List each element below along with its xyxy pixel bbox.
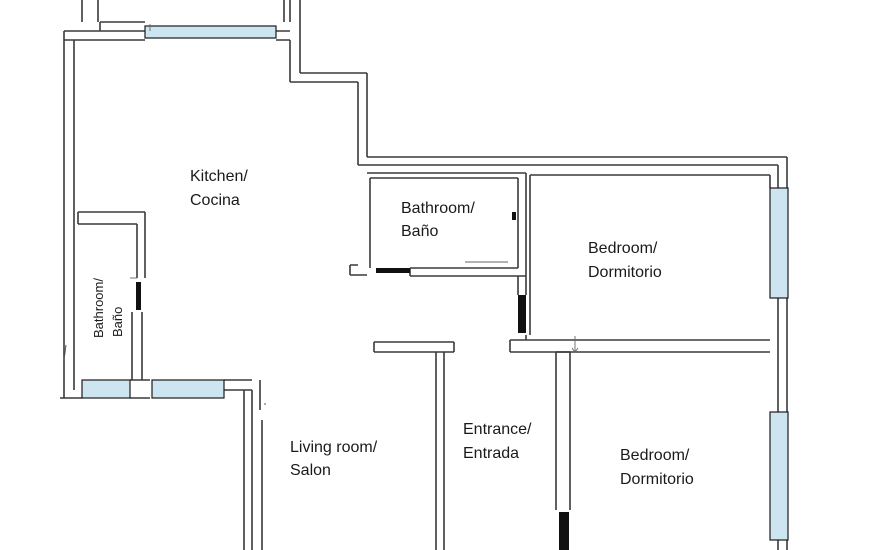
door-small-bath xyxy=(136,282,141,310)
window-bedroom-2 xyxy=(769,411,789,541)
bathroom-small-label-line2: Baño xyxy=(110,307,125,337)
bedroom-2-label-line1: Bedroom/ xyxy=(620,447,690,464)
door-bedroom-1 xyxy=(518,295,526,333)
living-room-label-line2: Salon xyxy=(290,462,331,479)
bedroom-1-label-line2: Dormitorio xyxy=(588,264,662,281)
bathroom-small-label-line1: Bathroom/ xyxy=(91,278,106,338)
window-bedroom-1 xyxy=(769,187,789,299)
walls xyxy=(60,0,788,550)
fixtures xyxy=(130,24,579,353)
kitchen-label-line2: Cocina xyxy=(190,192,240,209)
doors xyxy=(136,212,569,550)
entrance-label-line2: Entrada xyxy=(463,445,519,462)
kitchen-label-line1: Kitchen/ xyxy=(190,168,248,185)
door-bedroom-2 xyxy=(559,512,569,550)
door-bath-right-edge xyxy=(512,212,516,220)
bathroom-main-label-line1: Bathroom/ xyxy=(401,200,475,217)
bathroom-main-label-line2: Baño xyxy=(401,223,438,240)
room-labels: Kitchen/ Cocina Bathroom/ Baño Bedroom/ … xyxy=(91,168,694,488)
bedroom-1-label-line1: Bedroom/ xyxy=(588,240,658,257)
window-bathroom-left xyxy=(81,379,131,399)
windows xyxy=(81,25,789,541)
window-kitchen-top xyxy=(144,25,277,39)
door-bathroom-main xyxy=(376,268,410,273)
entrance-label-line1: Entrance/ xyxy=(463,421,532,438)
bedroom-2-label-line2: Dormitorio xyxy=(620,471,694,488)
living-room-label-line1: Living room/ xyxy=(290,439,378,456)
window-living-left xyxy=(151,379,225,399)
